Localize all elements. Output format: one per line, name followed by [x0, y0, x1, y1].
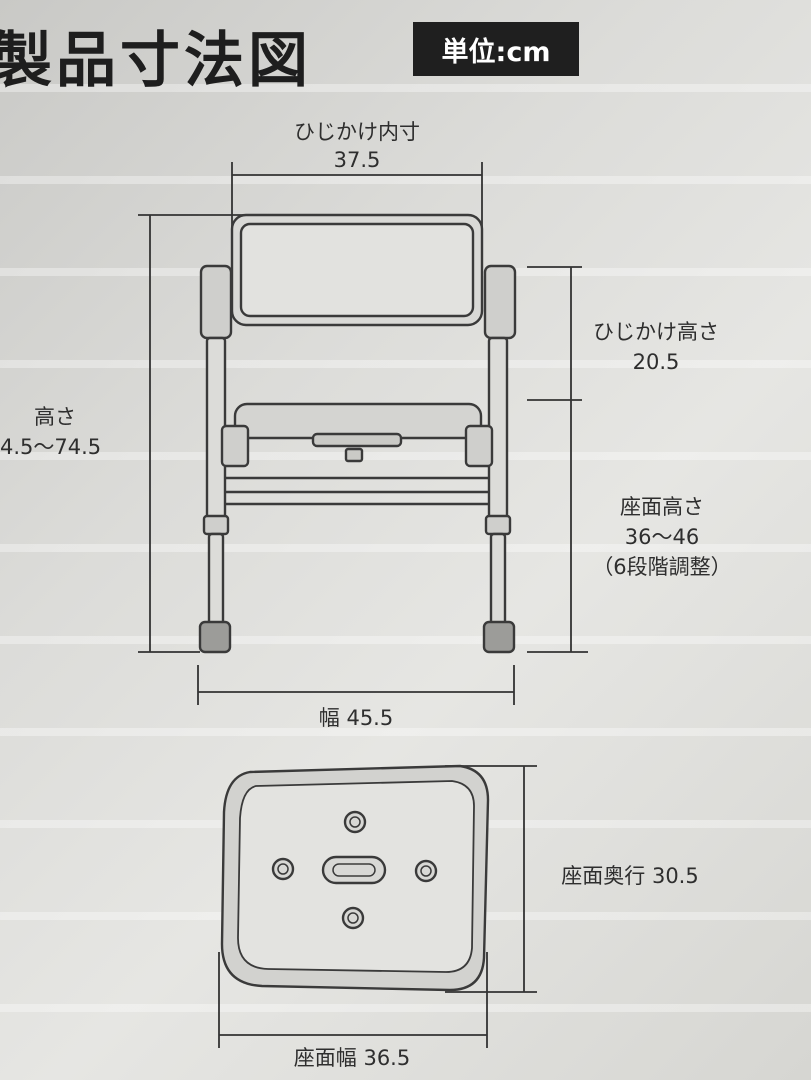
seat-lock — [344, 447, 364, 463]
seat-hole-right-inner — [420, 865, 432, 877]
chair-front-view — [198, 213, 517, 654]
armrest-height-label: ひじかけ高さ — [593, 320, 719, 344]
seat-hole-top-inner — [349, 816, 361, 828]
foot-right — [482, 620, 516, 654]
seat-height-value: 36〜46 — [624, 525, 700, 549]
seat-width-label: 座面幅 36.5 — [293, 1046, 411, 1070]
height-label: 高さ — [34, 405, 76, 429]
backrest-inner — [239, 222, 475, 318]
seat-hole-right — [414, 859, 438, 883]
armrest-height-value: 20.5 — [632, 350, 680, 374]
seat-height-note: （6段階調整） — [592, 555, 732, 579]
seat-top-view — [220, 764, 490, 992]
bracket-right — [464, 424, 494, 468]
seat-slot-inner — [332, 863, 376, 877]
seat-depth-label: 座面奥行 30.5 — [561, 864, 699, 888]
seat-hole-left — [271, 857, 295, 881]
armrest-inner-label: ひじかけ内寸 — [294, 120, 420, 144]
width-label: 幅 45.5 — [318, 706, 394, 730]
armrest-left — [199, 264, 233, 340]
seat-hole-top — [343, 810, 367, 834]
bracket-left — [220, 424, 250, 468]
seat-height-label: 座面高さ — [620, 495, 704, 519]
unit-badge: 単位:cm — [413, 22, 579, 76]
seat-handle — [311, 432, 403, 448]
collar-right — [484, 514, 512, 536]
seat-hole-bottom-inner — [347, 912, 359, 924]
page-title: 製品寸法図 — [0, 26, 312, 96]
collar-left — [202, 514, 230, 536]
armrest-right — [483, 264, 517, 340]
leg-lower-left — [207, 532, 225, 626]
seat-hole-left-inner — [277, 863, 289, 875]
seat-hole-bottom — [341, 906, 365, 930]
leg-lower-right — [489, 532, 507, 626]
armrest-inner-value: 37.5 — [333, 148, 381, 172]
foot-left — [198, 620, 232, 654]
height-value: 4.5〜74.5 — [0, 435, 102, 459]
